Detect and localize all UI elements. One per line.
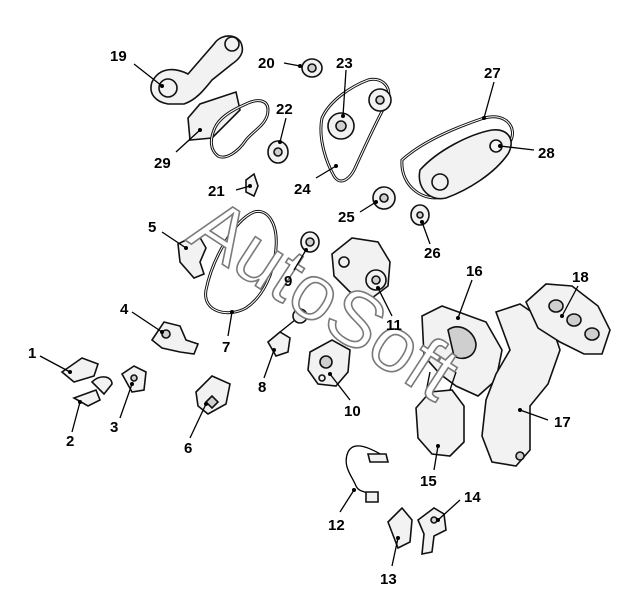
callout-26: 26 (424, 245, 441, 262)
leader-13 (391, 537, 399, 567)
callout-25: 25 (338, 209, 355, 226)
part-11-pump-assembly[interactable] (331, 237, 391, 299)
part-25-roller[interactable] (372, 186, 396, 210)
callout-2: 2 (66, 433, 74, 450)
callout-13: 13 (380, 571, 397, 588)
part-14-bracket[interactable] (417, 507, 447, 555)
callout-14: 14 (464, 489, 481, 506)
part-15-converter[interactable] (415, 371, 465, 457)
callout-1: 1 (28, 345, 36, 362)
part-23-camshaft-sprocket[interactable] (327, 88, 392, 140)
leader-12 (339, 489, 355, 513)
leader-17 (519, 409, 549, 421)
leader-20 (283, 62, 301, 67)
part-5-bracket[interactable] (177, 232, 207, 279)
part-4-sensor[interactable] (150, 321, 200, 355)
leader-27 (483, 81, 495, 119)
callout-9: 9 (284, 273, 292, 290)
callout-24: 24 (294, 181, 311, 198)
part-22-tensioner-pulley[interactable] (267, 140, 289, 164)
part-9-seal[interactable] (300, 231, 320, 253)
part-8-cap[interactable] (266, 308, 308, 357)
part-12-sensor-cable[interactable] (345, 445, 390, 503)
callout-23: 23 (336, 55, 353, 72)
leader-21 (235, 185, 251, 191)
part-18-gasket[interactable] (525, 283, 611, 355)
part-24-timing-belt[interactable] (319, 77, 391, 183)
part-21-clip[interactable] (245, 172, 259, 198)
leader-11 (377, 287, 393, 317)
callout-21: 21 (208, 183, 225, 200)
leader-26 (421, 221, 431, 245)
callout-20: 20 (258, 55, 275, 72)
leader-3 (119, 383, 133, 419)
part-29-timing-cover-lower[interactable] (187, 90, 270, 159)
leader-6 (189, 403, 207, 439)
leader-24 (315, 165, 337, 179)
part-28-belt-cover[interactable] (418, 129, 512, 200)
leader-lines (39, 62, 579, 567)
leader-2 (71, 401, 81, 433)
leader-28 (499, 145, 535, 151)
leader-16 (457, 279, 473, 319)
callout-15: 15 (420, 473, 437, 490)
part-7-gasket[interactable] (204, 209, 278, 315)
callout-10: 10 (344, 403, 361, 420)
callout-16: 16 (466, 263, 483, 280)
callout-29: 29 (154, 155, 171, 172)
callout-11: 11 (386, 317, 402, 334)
callout-5: 5 (148, 219, 156, 236)
callout-12: 12 (328, 517, 345, 534)
part-3-mount[interactable] (120, 365, 147, 393)
leader-5 (161, 231, 187, 249)
leader-4 (131, 311, 163, 333)
callout-22: 22 (276, 101, 293, 118)
part-16-manifold[interactable] (421, 305, 503, 397)
callout-17: 17 (554, 414, 571, 431)
part-13-bracket[interactable] (387, 506, 413, 550)
callout-3: 3 (110, 419, 118, 436)
leader-22 (279, 117, 287, 143)
part-1-bracket[interactable] (60, 357, 100, 383)
callout-28: 28 (538, 145, 555, 162)
part-20-idler-roller[interactable] (301, 58, 323, 78)
leader-19 (133, 63, 163, 87)
part-19-timing-cover-upper[interactable] (150, 35, 244, 105)
callout-18: 18 (572, 269, 589, 286)
leader-29 (175, 129, 201, 153)
leader-25 (359, 201, 377, 213)
leader-18 (561, 285, 579, 317)
part-26-roller[interactable] (410, 204, 430, 226)
part-6-plate[interactable] (195, 375, 231, 415)
leader-1 (39, 355, 71, 373)
leader-15 (433, 445, 439, 471)
leader-10 (329, 373, 351, 401)
leader-7 (227, 311, 233, 337)
callout-6: 6 (184, 440, 192, 457)
callout-19: 19 (110, 48, 127, 65)
part-2-clip[interactable] (72, 376, 113, 407)
part-10-housing[interactable] (307, 339, 351, 387)
callout-7: 7 (222, 339, 230, 356)
callout-4: 4 (120, 301, 129, 318)
leader-9 (293, 249, 307, 271)
leader-14 (437, 499, 461, 521)
callout-labels: 1 2 3 4 5 6 7 8 9 10 11 12 13 14 15 16 1… (28, 48, 589, 588)
callout-27: 27 (484, 65, 501, 82)
leader-23 (342, 69, 347, 117)
leader-8 (263, 349, 275, 379)
callout-8: 8 (258, 379, 266, 396)
